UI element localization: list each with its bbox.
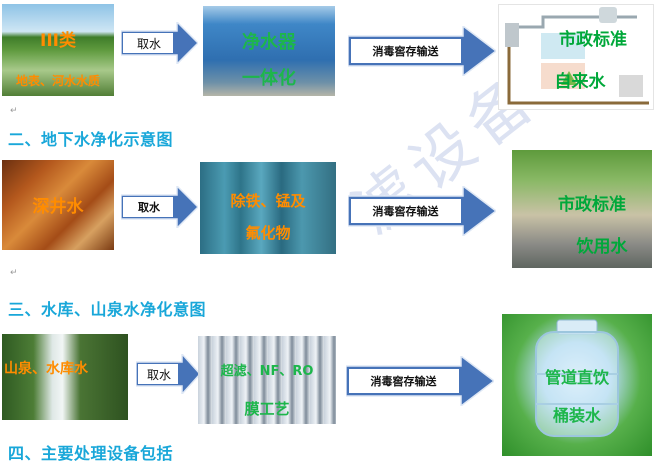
iron-removal-label-2: 氟化物 xyxy=(245,224,291,242)
paragraph-mark: ↵ xyxy=(10,106,18,116)
intake-label-2: 取水 xyxy=(138,201,160,214)
intake-arrow-3: 取水 xyxy=(136,354,200,394)
intake-arrow-1: 取水 xyxy=(121,22,198,64)
storage-arrow-1: 消毒窖存输送 xyxy=(348,26,496,76)
membrane-label-1: 超滤、NF、RO xyxy=(220,364,314,379)
drinking-water-label: 饮用水 xyxy=(576,237,628,257)
bottled-water-image: 管道直饮 桶装水 xyxy=(502,314,652,456)
spring-reservoir-label: 山泉、水库水 xyxy=(4,361,88,377)
surface-water-label-2: 地表、河水水质 xyxy=(15,74,100,88)
distribution-diagram-image: 市政标准 自来水 xyxy=(498,4,654,110)
deep-well-image: 深井水 xyxy=(2,160,114,250)
mountain-spring-image: 山泉、水库水 xyxy=(2,334,128,420)
surface-water-image: III类 地表、河水水质 xyxy=(2,4,114,96)
surface-water-label-1: III类 xyxy=(40,31,76,51)
purifier-label-2: 一体化 xyxy=(242,68,296,89)
bottled-water-label: 桶装水 xyxy=(552,406,601,425)
municipal-standard-label-1: 市政标准 xyxy=(559,30,627,50)
intake-arrow-2: 取水 xyxy=(121,186,198,228)
membrane-system-image: 超滤、NF、RO 膜工艺 xyxy=(198,336,336,424)
section-heading-equipment: 四、主要处理设备包括 xyxy=(8,444,174,463)
storage-arrow-2: 消毒窖存输送 xyxy=(348,186,496,236)
intake-label-3: 取水 xyxy=(146,367,171,382)
section-heading-groundwater: 二、地下水净化示意图 xyxy=(8,130,174,149)
storage-label-1: 消毒窖存输送 xyxy=(372,45,439,58)
storage-arrow-3: 消毒窖存输送 xyxy=(346,356,494,406)
purifier-unit-image: 净水器 一体化 xyxy=(203,6,335,96)
iron-removal-label-1: 除铁、锰及 xyxy=(230,192,306,210)
section-heading-reservoir: 三、水库、山泉水净化意图 xyxy=(8,300,207,319)
iron-removal-tanks-image: 除铁、锰及 氟化物 xyxy=(200,162,336,254)
paragraph-mark: ↵ xyxy=(10,268,18,278)
membrane-label-2: 膜工艺 xyxy=(244,400,290,418)
intake-label-1: 取水 xyxy=(136,36,161,51)
pipeline-drinking-label: 管道直饮 xyxy=(544,368,609,387)
deep-well-label: 深井水 xyxy=(32,197,84,217)
purifier-label-1: 净水器 xyxy=(242,32,296,53)
villagers-drinking-image: 市政标准 饮用水 xyxy=(512,150,652,268)
tap-water-label: 自来水 xyxy=(554,72,606,92)
municipal-standard-label-2: 市政标准 xyxy=(558,195,626,215)
storage-label-3: 消毒窖存输送 xyxy=(370,375,437,388)
storage-label-2: 消毒窖存输送 xyxy=(372,205,439,218)
